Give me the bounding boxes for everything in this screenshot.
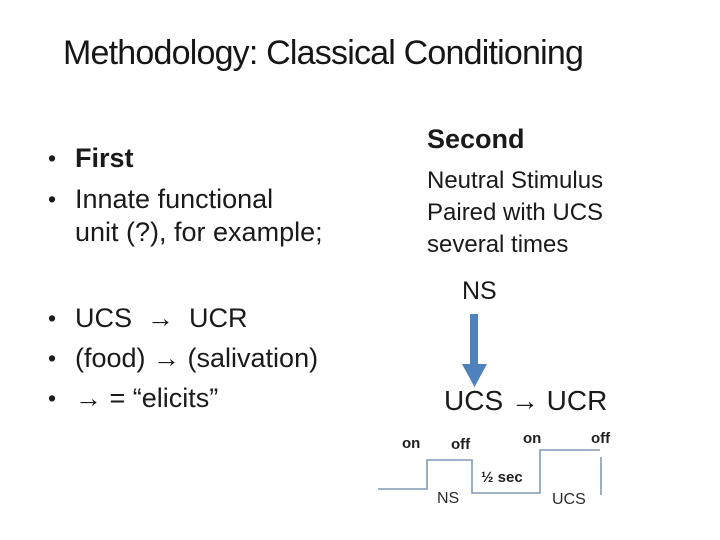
second-heading: Second [427,124,525,154]
ucs-ucr-result: UCS → UCR [444,385,608,416]
label-half-sec: ½ sec [481,469,523,486]
label-ns: NS [437,490,460,507]
bullet-item-first: • First [48,142,368,175]
bullet-text-ucs-ucr: UCS → UCR [75,303,248,333]
label-ucs: UCS [552,491,586,508]
bullet-group-first: • First • Innate functional unit (?), fo… [48,142,368,257]
second-subtext-line1: Neutral Stimulus [427,167,604,194]
label-ns-on: on [402,435,421,452]
label-ucs-off: off [591,430,611,447]
bullet-dot-icon: • [48,345,57,371]
bullet-dot-icon: • [48,186,57,212]
bullet-item-elicits: • → = “elicits” [48,382,388,415]
label-ns-off: off [451,436,471,453]
bullet-text-innate: Innate functional unit (?), for example; [75,183,323,249]
second-subtext-line3: several times [427,231,569,258]
bullet-item-ucs-ucr: • UCS → UCR [48,302,388,335]
bullet-text-innate-line2: unit (?), for example; [75,217,323,247]
bullet-text-innate-line1: Innate functional [75,184,274,214]
timing-waveform [378,449,602,495]
down-arrow-icon [462,314,487,387]
bullet-dot-icon: • [48,385,57,411]
bullet-item-food-salivation: • (food) → (salivation) [48,342,388,375]
bullet-text-elicits: → = “elicits” [75,383,219,413]
label-ucs-on: on [523,430,542,447]
bullet-dot-icon: • [48,145,57,171]
bullet-item-innate: • Innate functional unit (?), for exampl… [48,183,368,249]
ns-stimulus-label: NS [462,277,497,305]
bullet-text-food-salivation: (food) → (salivation) [75,343,319,373]
bullet-group-second: • UCS → UCR • (food) → (salivation) • → … [48,302,388,422]
bullet-text-first: First [75,143,134,173]
bullet-dot-icon: • [48,305,57,331]
second-subtext: Neutral Stimulus Paired with UCS several… [427,165,603,261]
second-subtext-line2: Paired with UCS [427,199,604,226]
page-title: Methodology: Classical Conditioning [63,34,584,72]
